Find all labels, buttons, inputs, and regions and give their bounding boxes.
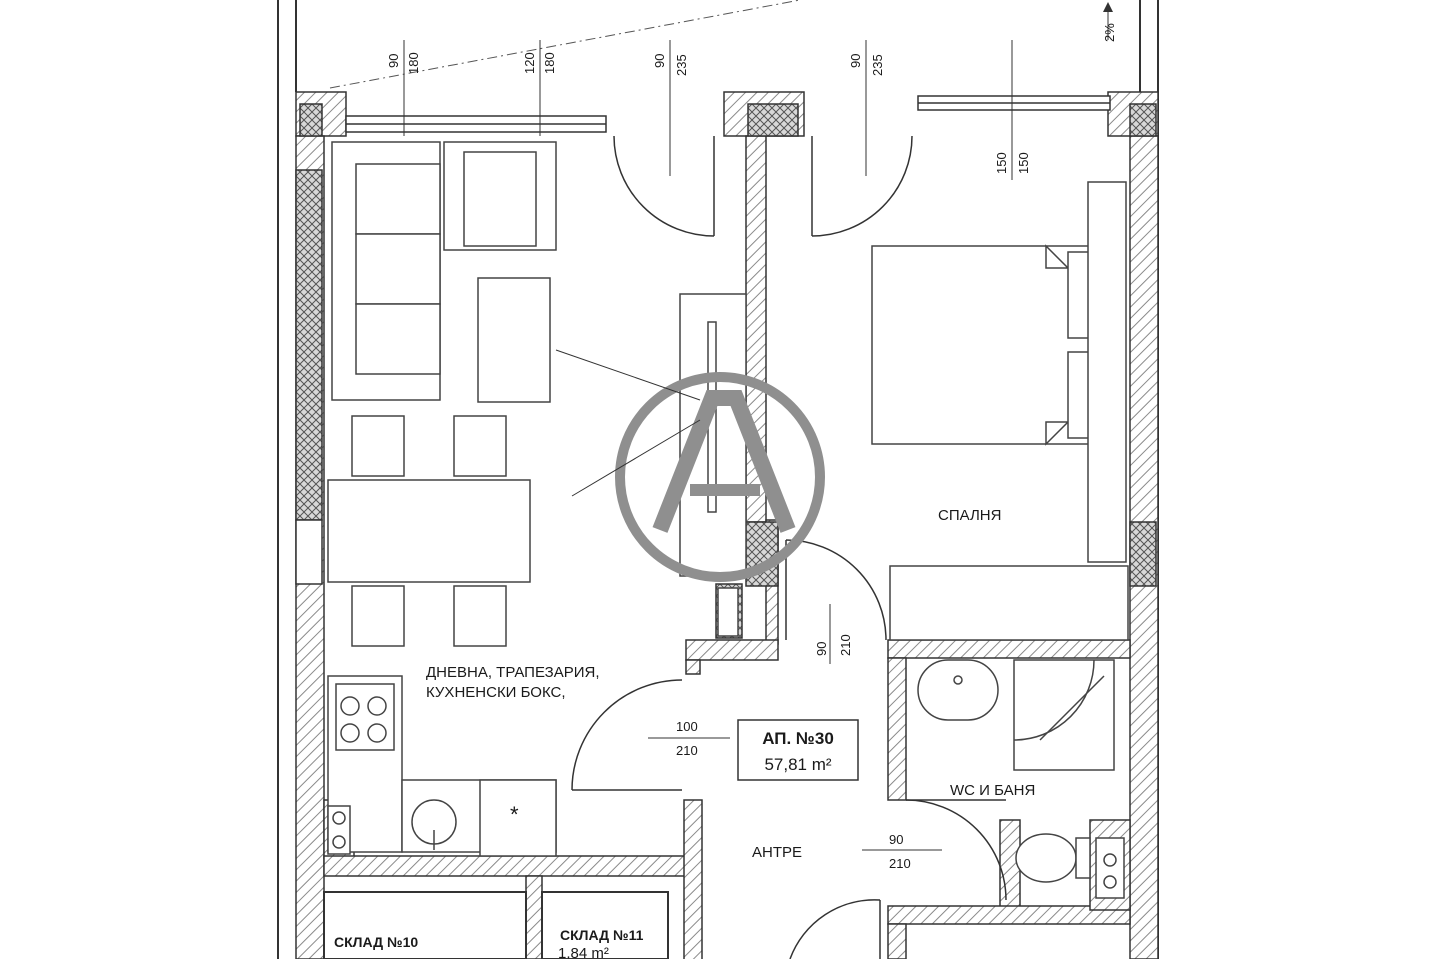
storage-11-area: 1,84 m² xyxy=(558,945,609,959)
apartment-badge xyxy=(737,719,859,781)
dim-door4-a: 100 xyxy=(676,719,698,734)
toilet xyxy=(1015,833,1077,883)
storage-10-label: СКЛАД №10 xyxy=(334,934,418,950)
apartment-title: АП. №30 xyxy=(762,729,834,748)
dim-door1-b: 235 xyxy=(674,54,689,76)
dim-win2-b: 180 xyxy=(542,52,557,74)
dim-door4-b: 210 xyxy=(676,743,698,758)
dim-door3-b: 210 xyxy=(838,634,853,656)
washbasin xyxy=(917,659,999,721)
bedroom-label: СПАЛНЯ xyxy=(938,507,1001,524)
dim-win3-a: 150 xyxy=(994,152,1009,174)
storage-11 xyxy=(541,891,669,959)
coffee-table xyxy=(477,277,551,403)
dim-door1-a: 90 xyxy=(652,54,667,68)
storage-11-label: СКЛАД №11 xyxy=(560,927,644,943)
furniture xyxy=(327,141,1129,899)
windows xyxy=(295,95,1111,585)
dim-door2-a: 90 xyxy=(848,54,863,68)
doors xyxy=(571,135,1007,959)
dim-door5-a: 90 xyxy=(889,832,903,847)
dim-win2-a: 120 xyxy=(522,52,537,74)
dim-win1-b: 180 xyxy=(406,52,421,74)
dresser xyxy=(889,565,1129,641)
annotation-lines xyxy=(403,40,1013,851)
dim-win3-b: 150 xyxy=(1016,152,1031,174)
fridge-mark: * xyxy=(510,802,519,827)
storage-10 xyxy=(323,891,527,959)
living-room-label-1: ДНЕВНА, ТРАПЕЗАРИЯ, xyxy=(426,664,599,681)
dim-win1-a: 90 xyxy=(386,54,401,68)
dim-door5-b: 210 xyxy=(889,856,911,871)
living-room-label-2: КУХНЕНСКИ БОКС, xyxy=(426,684,566,701)
wardrobe xyxy=(1087,181,1127,563)
dim-door3-a: 90 xyxy=(814,642,829,656)
dim-door2-b: 235 xyxy=(870,54,885,76)
apartment-area: 57,81 m² xyxy=(764,755,831,774)
slope-label: 2% xyxy=(1102,23,1117,42)
entrance-label: АНТРЕ xyxy=(752,844,802,861)
bathroom-label: WC И БАНЯ xyxy=(950,782,1035,799)
dining-table xyxy=(327,479,531,583)
logo-watermark xyxy=(615,372,825,582)
labels: 90 180 120 180 90 235 90 235 150 150 2% … xyxy=(323,23,1117,959)
